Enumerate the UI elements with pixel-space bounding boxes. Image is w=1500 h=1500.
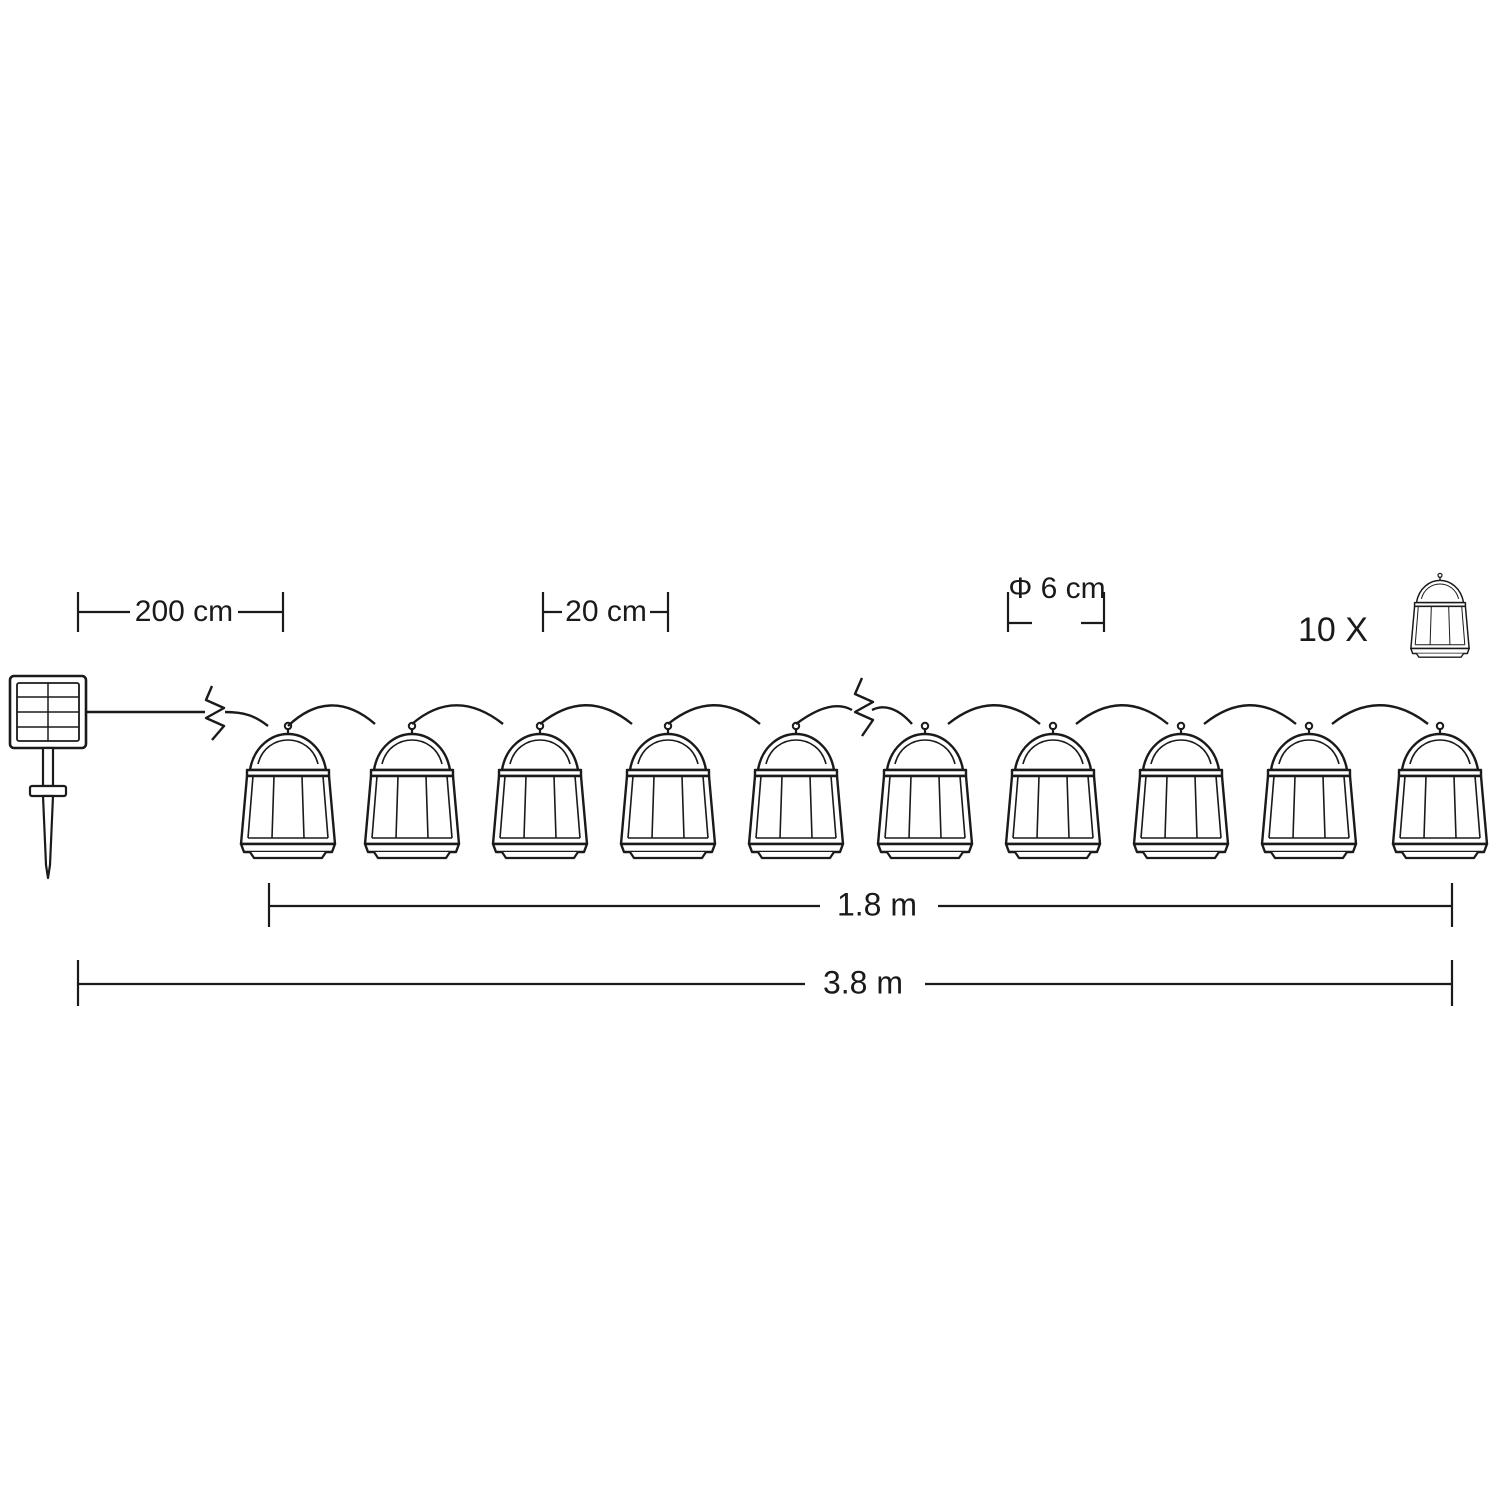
cable: [86, 704, 1429, 727]
lantern: [363, 721, 461, 860]
lantern: [1132, 721, 1230, 860]
quantity-label: 10 X: [1298, 611, 1368, 649]
dimension-lit-length: [267, 883, 1454, 927]
solar-panel: [8, 674, 88, 750]
lantern: [1004, 721, 1102, 860]
lantern-sample: [1410, 572, 1470, 658]
lantern: [876, 721, 974, 860]
dimension-lamp-diameter: [1006, 592, 1106, 632]
lantern: [491, 721, 589, 860]
lantern: [239, 721, 337, 860]
cable-break: [204, 677, 875, 741]
lantern: [1260, 721, 1358, 860]
dimension-lit-length-label: 1.8 m: [837, 886, 917, 922]
dimension-lamp-spacing: [541, 592, 670, 632]
dimension-lead-cable-label: 200 cm: [135, 595, 233, 628]
dimension-lamp-diameter-label: Φ 6 cm: [1008, 572, 1105, 605]
dimension-lead-cable: [76, 592, 285, 632]
lantern: [619, 721, 717, 860]
ground-stake: [28, 746, 68, 880]
lantern-row: [239, 721, 1489, 860]
dimension-total-length-label: 3.8 m: [823, 964, 903, 1000]
lantern: [747, 721, 845, 860]
dimension-total-length: [76, 960, 1454, 1006]
lantern: [1391, 721, 1489, 860]
dimension-lamp-spacing-label: 20 cm: [565, 595, 647, 628]
